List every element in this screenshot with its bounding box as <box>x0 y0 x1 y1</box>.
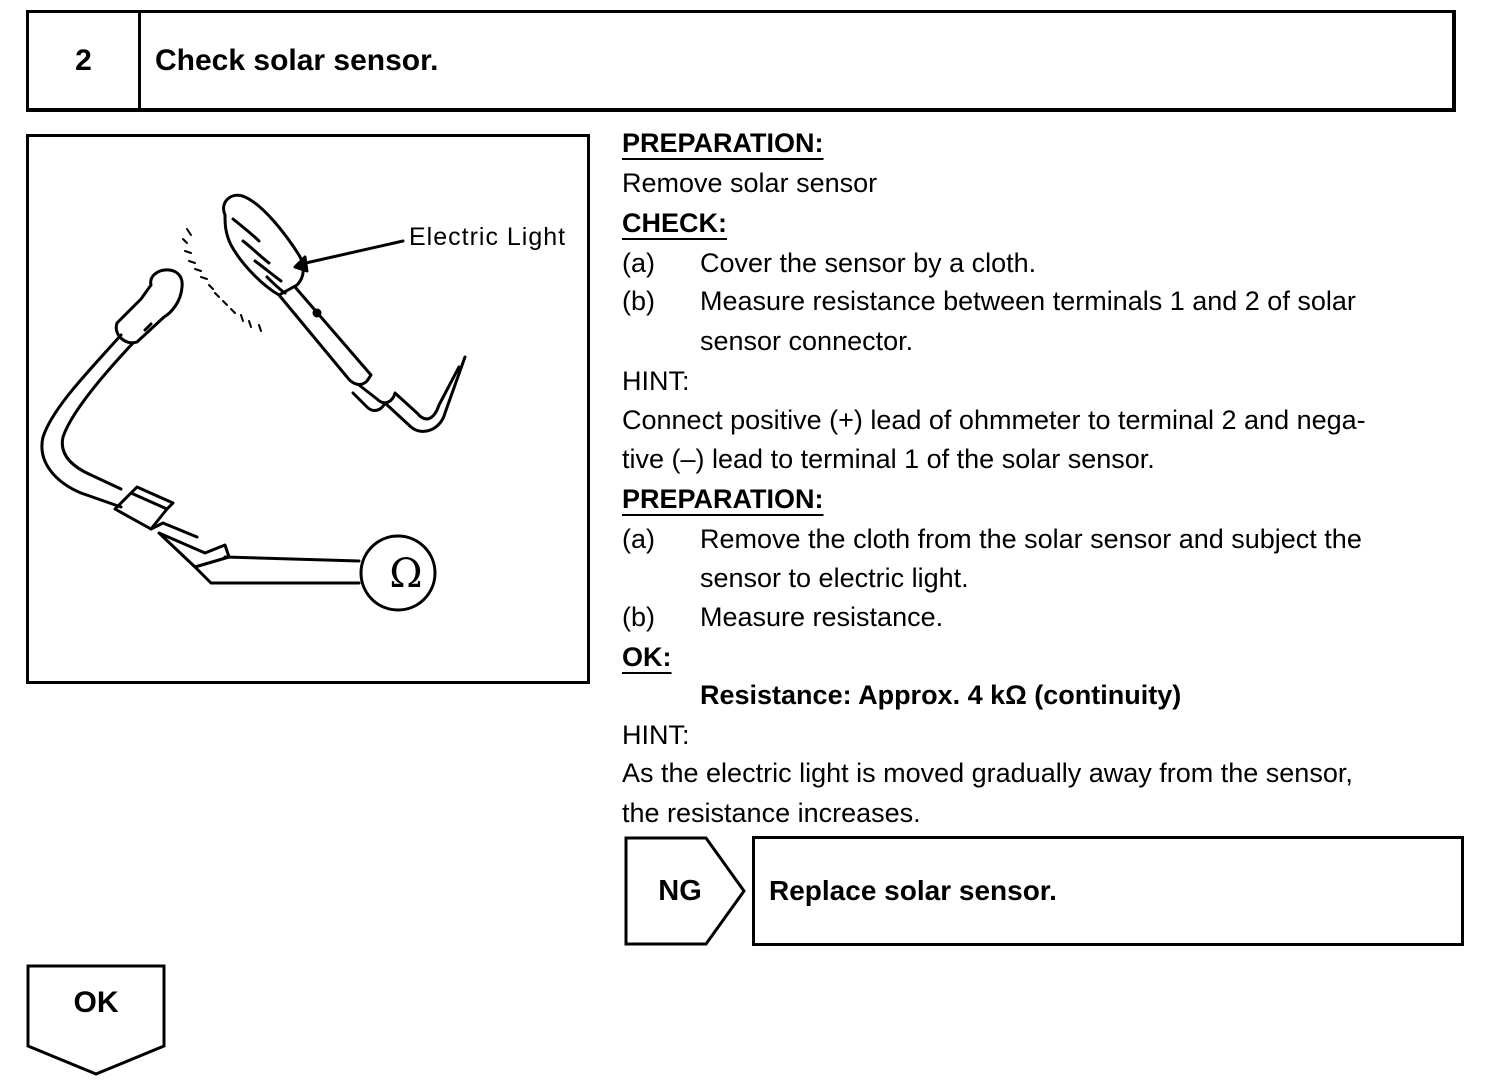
resistance-spec: Resistance: Approx. 4 kΩ (continuity) <box>700 680 1182 710</box>
sensor-test-illustration: Electric Light Ω <box>26 134 590 684</box>
ng-tag: NG <box>624 836 748 946</box>
check-step-b-line1: Measure resistance between terminals 1 a… <box>700 286 1356 316</box>
hint-text-line1: As the electric light is moved gradually… <box>622 758 1353 788</box>
preparation-text: Remove solar sensor <box>622 168 878 198</box>
connector-icon <box>113 485 361 585</box>
ok-label: OK <box>73 986 119 1019</box>
step-title: Check solar sensor. <box>155 43 439 77</box>
light-rays <box>182 228 262 332</box>
list-marker: (a) <box>622 524 655 554</box>
solar-sensor-icon <box>40 268 184 509</box>
check-heading: CHECK: <box>622 208 727 238</box>
ng-action-box: Replace solar sensor. <box>752 836 1464 946</box>
hint-text-line1: Connect positive (+) lead of ohmmeter to… <box>622 405 1366 435</box>
preparation-heading: PREPARATION: <box>622 128 824 158</box>
step-header: 2 Check solar sensor. <box>26 10 1456 112</box>
prep-step-a-line2: sensor to electric light. <box>700 563 969 593</box>
list-marker: (b) <box>622 286 655 316</box>
ng-action-text: Replace solar sensor. <box>769 875 1057 906</box>
prep-step-b: Measure resistance. <box>700 602 944 632</box>
ohmmeter-icon <box>359 534 437 612</box>
hint-text-line2: tive (–) lead to terminal 1 of the solar… <box>622 444 1155 474</box>
check-step-a: Cover the sensor by a cloth. <box>700 248 1037 278</box>
ok-tag: OK <box>26 964 166 1076</box>
step-number: 2 <box>29 13 141 108</box>
hint-heading: HINT: <box>622 720 690 750</box>
hint-heading: HINT: <box>622 366 690 396</box>
electric-light-label: Electric Light <box>409 223 567 251</box>
preparation-heading: PREPARATION: <box>622 484 824 514</box>
prep-step-a-line1: Remove the cloth from the solar sensor a… <box>700 524 1362 554</box>
electric-light-icon <box>222 193 467 433</box>
list-marker: (b) <box>622 602 655 632</box>
ng-label: NG <box>658 874 702 907</box>
ok-heading: OK: <box>622 642 672 672</box>
check-step-b-line2: sensor connector. <box>700 326 914 356</box>
list-marker: (a) <box>622 248 655 278</box>
hint-text-line2: the resistance increases. <box>622 798 921 828</box>
ohm-symbol: Ω <box>389 551 423 597</box>
